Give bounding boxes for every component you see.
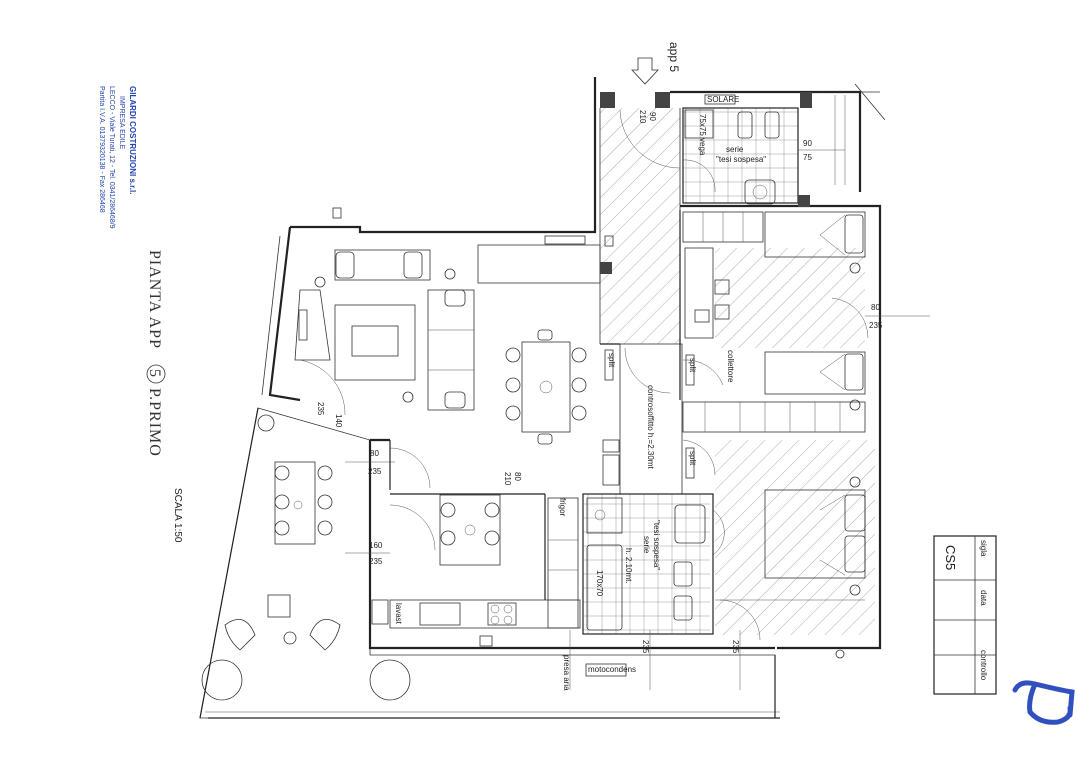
plan-title-text: PIANTA APP (146, 250, 163, 349)
dining-table (521, 341, 571, 433)
bath2-series: serie (642, 536, 651, 554)
bedroom-1: collettore 80 235 (679, 210, 930, 411)
company-address: LECCO - Viale Turati, 12 - Tel. 0341/286… (108, 86, 115, 229)
bathroom-1: SOLARE 75x75 vega serie "tesi sospesa" 9… (682, 92, 845, 207)
air-intake-label: presa aria (562, 655, 571, 691)
dim-living1-b: 140 (334, 414, 343, 428)
svg-text:split: split (607, 353, 616, 368)
dim-bath1-height: 75 (803, 153, 812, 162)
entrance-arrow (631, 57, 659, 85)
handwritten-number (1012, 680, 1075, 725)
dim-entry-height: 210 (638, 110, 647, 124)
toilet-2 (673, 561, 693, 587)
company-type: IMPRESA EDILE (118, 96, 125, 150)
fridge-label: frigor (558, 498, 567, 517)
dim-living1-a: 235 (316, 402, 325, 416)
title-block: CS5 sigla data controllo (933, 535, 997, 695)
bidet-1 (737, 111, 753, 139)
shower-tray (684, 109, 714, 139)
kitchen: frigor lavast 80 210 160 235 (345, 472, 581, 647)
sink-2 (674, 504, 706, 544)
solar-label: SOLARE (707, 95, 739, 104)
condenser-unit (585, 663, 627, 677)
false-ceiling-label: controsoffitto h.=2.30mt (646, 385, 655, 469)
svg-text:split: split (688, 451, 697, 466)
title-block-code: CS5 (943, 545, 958, 570)
title-block-row-sigla: sigla (979, 540, 988, 557)
bath2-height: h. 2.10mt. (624, 548, 633, 584)
dim-kitchen-window-width: 160 (369, 541, 383, 550)
entrance-label: app 5 (667, 42, 681, 72)
title-block-row-data: data (979, 590, 988, 606)
entrance-corridor (600, 108, 680, 344)
living-room: 235 140 80 235 (257, 235, 614, 490)
collector-label: collettore (726, 350, 735, 383)
plan-title: PIANTA APP 5 P.PRIMO (146, 250, 166, 457)
bottom-details: 235 235 motocondens presa aria (332, 207, 845, 691)
bathtub (586, 544, 623, 631)
svg-text:split: split (688, 358, 697, 373)
plan-scale: SCALA 1:50 (172, 488, 183, 543)
railing (820, 83, 886, 185)
fridge-cabinet (547, 497, 579, 629)
dim-bed2-window: 235 (731, 640, 740, 654)
shower-label: 75x75 vega (698, 114, 707, 156)
bedroom-2 (682, 439, 875, 635)
dim-kitchen-door-height: 210 (503, 472, 512, 486)
rug (334, 304, 416, 381)
unit-number-circle (146, 364, 166, 384)
dim-bath2-window: 235 (641, 640, 650, 654)
dim-kitchen-door-width: 80 (513, 472, 522, 481)
condenser-label: motocondens (588, 665, 636, 674)
plant-2 (369, 659, 411, 701)
dim-living2-width: 80 (370, 449, 379, 458)
tub-label: 170x70 (595, 570, 604, 597)
company-vat: Partita I.V.A. 01379320138 - Fax 286468 (98, 86, 105, 213)
bathroom-2: 170x70 serie "tesi sospesa" h. 2.10mt. (582, 493, 725, 635)
dim-bath1-width: 90 (803, 139, 812, 148)
plant-1 (201, 659, 243, 701)
master-bed (764, 489, 866, 579)
wardrobe-divider (682, 401, 866, 433)
dim-kitchen-window-height: 235 (369, 557, 383, 566)
bath1-series: serie (726, 145, 744, 154)
dim-bed1-width: 80 (871, 303, 880, 312)
split-units: split split split (604, 349, 697, 479)
kitchen-table (439, 494, 501, 566)
plan-floor: P.PRIMO (146, 388, 163, 457)
terrace-furniture (201, 461, 411, 701)
company-stamp: GILARDI COSTRUZIONI s.r.l. IMPRESA EDILE… (98, 86, 137, 229)
solar-panel (704, 94, 736, 105)
sofa-1 (334, 249, 431, 281)
dim-bed1-height: 235 (869, 321, 883, 330)
dim-entry-width: 90 (648, 112, 657, 121)
bath1-series-name: "tesi sospesa" (716, 155, 766, 164)
terrace-table (274, 461, 316, 545)
desk (684, 247, 714, 339)
coffee-table (351, 325, 399, 357)
bed-1 (764, 211, 866, 258)
bath2-series-name: "tesi sospesa" (652, 520, 661, 570)
toilet-1 (764, 111, 780, 139)
dim-living2-height: 235 (368, 467, 382, 476)
bidet-2 (673, 595, 693, 621)
unit-number: 5 (146, 369, 163, 378)
company-name: GILARDI COSTRUZIONI s.r.l. (128, 86, 137, 194)
sink-1 (744, 179, 776, 205)
dishwasher-label: lavast (394, 603, 403, 625)
svg-text:SCALA 1:50: SCALA 1:50 (172, 488, 183, 543)
svg-text:PIANTA APP: PIANTA APP (146, 250, 163, 349)
bed-2 (764, 351, 866, 395)
title-block-row-controllo: controllo (979, 650, 988, 681)
kitchen-counter (389, 599, 581, 629)
